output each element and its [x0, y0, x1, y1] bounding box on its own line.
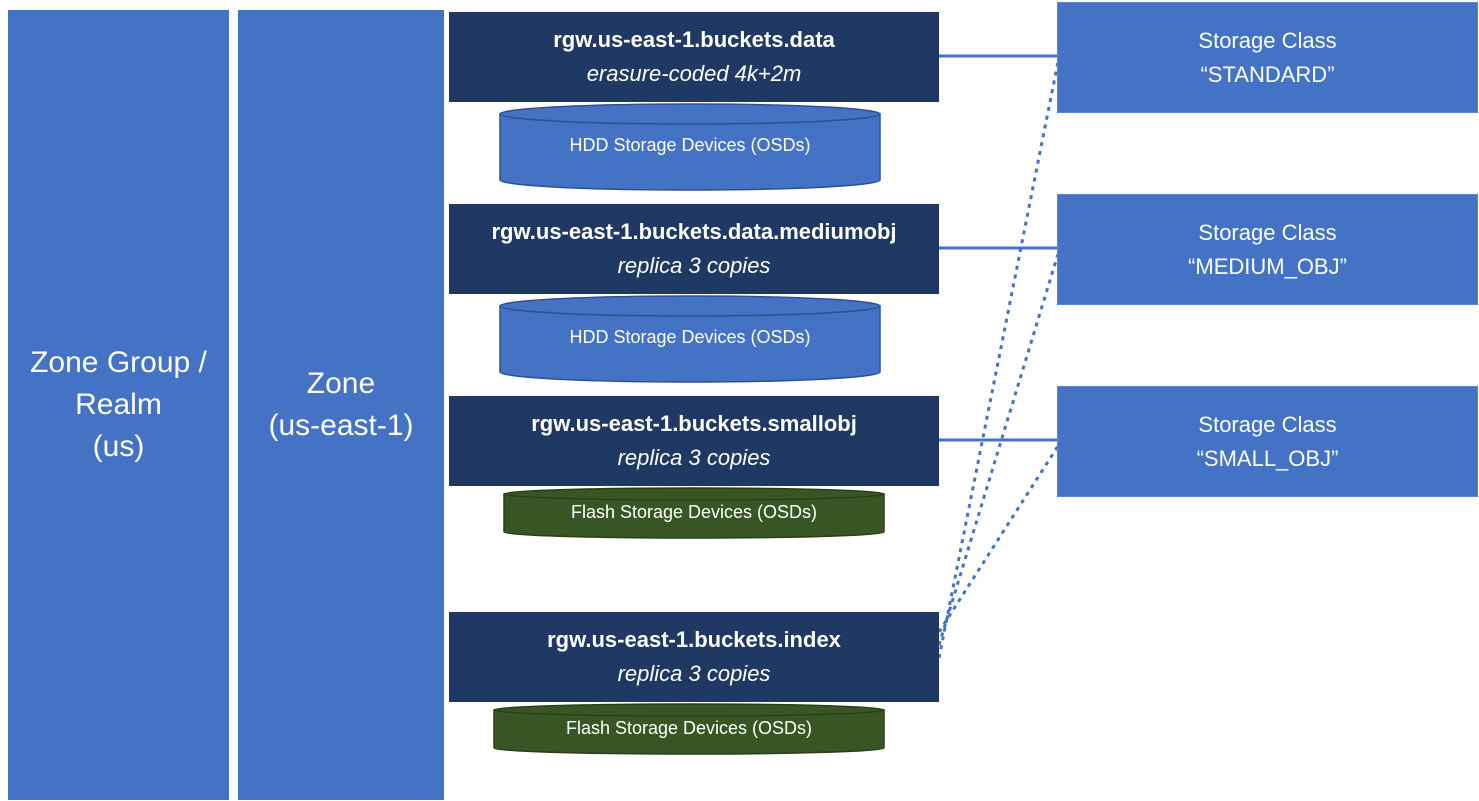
pool-replication: replica 3 copies — [617, 445, 771, 470]
storage-class-title: Storage Class — [1198, 411, 1337, 437]
cylinder-icon — [503, 487, 885, 539]
hdd-storage-cylinder: HDD Storage Devices (OSDs) — [499, 295, 881, 383]
pool-name: rgw.us-east-1.buckets.index — [547, 627, 841, 652]
zone-group-label-line3: (us) — [92, 430, 145, 463]
cylinder-icon — [499, 103, 881, 191]
device-label: Flash Storage Devices (OSDs) — [565, 718, 813, 738]
storage-class-medium-obj: Storage Class “MEDIUM_OBJ” — [1057, 194, 1478, 305]
storage-class-id: “STANDARD” — [1200, 61, 1335, 87]
storage-class-id: “SMALL_OBJ” — [1196, 445, 1339, 471]
device-label: HDD Storage Devices (OSDs) — [569, 327, 811, 347]
device-label: HDD Storage Devices (OSDs) — [569, 135, 811, 155]
flash-storage-cylinder: Flash Storage Devices (OSDs) — [493, 703, 885, 755]
pool-replication: replica 3 copies — [617, 253, 771, 278]
zone-label-line2: (us-east-1) — [268, 409, 414, 442]
cylinder-icon — [493, 703, 885, 755]
pool-name: rgw.us-east-1.buckets.data — [553, 27, 835, 52]
storage-class-id: “MEDIUM_OBJ” — [1188, 253, 1347, 279]
pool-smallobj: rgw.us-east-1.buckets.smallobj replica 3… — [449, 396, 939, 486]
device-label: Flash Storage Devices (OSDs) — [570, 502, 818, 522]
cylinder-icon — [499, 295, 881, 383]
pool-name: rgw.us-east-1.buckets.data.mediumobj — [491, 219, 897, 244]
storage-class-title: Storage Class — [1198, 219, 1337, 245]
storage-class-small-obj: Storage Class “SMALL_OBJ” — [1057, 386, 1478, 497]
pool-replication: erasure-coded 4k+2m — [586, 61, 802, 86]
zone-group-label-line2: Realm — [75, 388, 162, 421]
link-index-standard — [937, 61, 1060, 659]
storage-class-title: Storage Class — [1198, 27, 1337, 53]
zone-group-label-line1: Zone Group / — [30, 346, 207, 379]
flash-storage-cylinder: Flash Storage Devices (OSDs) — [503, 487, 885, 539]
zone-group-panel: Zone Group / Realm (us) — [8, 10, 229, 800]
zone-label-line1: Zone — [306, 367, 376, 400]
pool-index: rgw.us-east-1.buckets.index replica 3 co… — [449, 612, 939, 702]
pool-name: rgw.us-east-1.buckets.smallobj — [531, 411, 857, 436]
link-index-small — [937, 445, 1060, 633]
link-index-medium — [937, 253, 1060, 646]
hdd-storage-cylinder: HDD Storage Devices (OSDs) — [499, 103, 881, 191]
storage-class-standard: Storage Class “STANDARD” — [1057, 2, 1478, 113]
pool-data-mediumobj: rgw.us-east-1.buckets.data.mediumobj rep… — [449, 204, 939, 294]
zone-panel: Zone (us-east-1) — [238, 10, 444, 800]
pool-data: rgw.us-east-1.buckets.data erasure-coded… — [449, 12, 939, 102]
pool-replication: replica 3 copies — [617, 661, 771, 686]
